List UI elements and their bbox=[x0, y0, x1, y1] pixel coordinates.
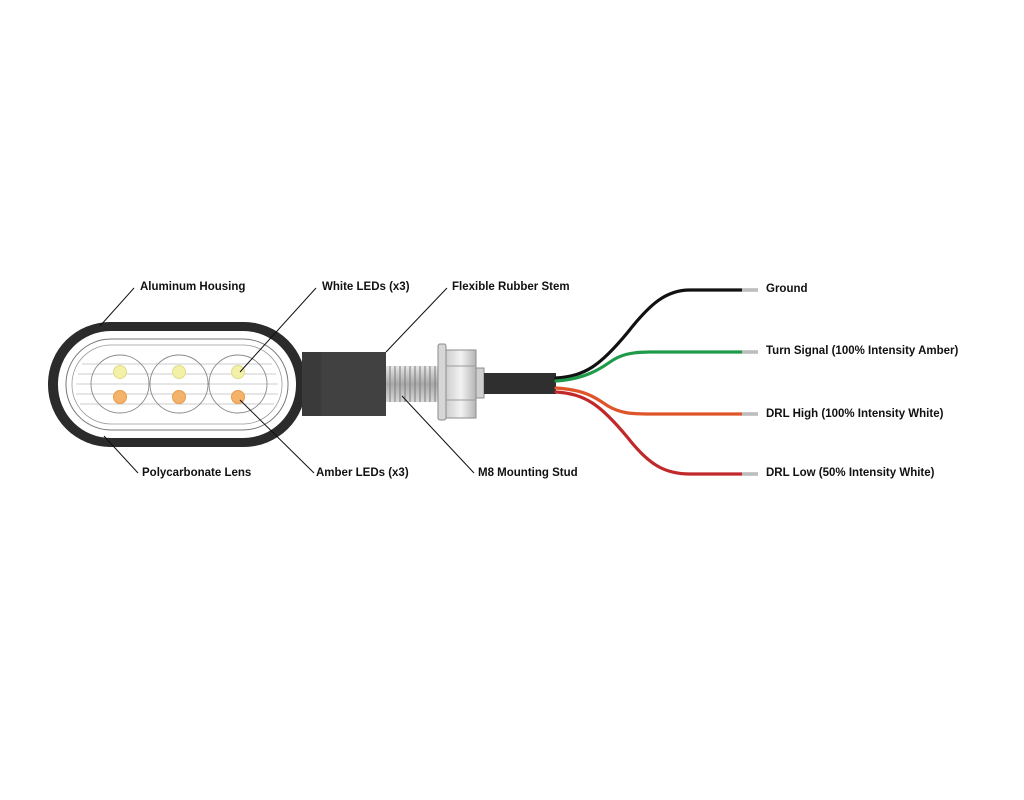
white-led bbox=[113, 365, 127, 379]
wire-drl-high-tip bbox=[742, 412, 758, 416]
wire-label-drl-low: DRL Low (50% Intensity White) bbox=[766, 467, 935, 479]
wire-turn-signal bbox=[554, 350, 744, 383]
label-amber-leds: Amber LEDs (x3) bbox=[316, 467, 409, 479]
label-polycarbonate-lens: Polycarbonate Lens bbox=[142, 467, 252, 479]
white-led bbox=[172, 365, 186, 379]
wire-drl-low-tip bbox=[742, 472, 758, 476]
m8-mounting-stud bbox=[386, 343, 485, 421]
wire-ground-tip bbox=[742, 288, 758, 292]
leader-white-leds bbox=[239, 287, 317, 373]
polycarbonate-lens bbox=[58, 331, 296, 438]
label-white-leds: White LEDs (x3) bbox=[322, 281, 410, 293]
white-led bbox=[231, 365, 245, 379]
amber-led bbox=[231, 390, 245, 404]
wire-label-drl-high: DRL High (100% Intensity White) bbox=[766, 408, 944, 420]
flexible-rubber-stem bbox=[302, 352, 386, 416]
label-aluminum-housing: Aluminum Housing bbox=[140, 281, 246, 293]
wire-turn-signal-tip bbox=[742, 350, 758, 354]
leader-lines bbox=[99, 287, 475, 474]
leader-polycarbonate-lens bbox=[103, 435, 139, 474]
wire-label-turn-signal: Turn Signal (100% Intensity Amber) bbox=[766, 345, 959, 357]
label-m8-mounting-stud: M8 Mounting Stud bbox=[478, 467, 578, 479]
wire-drl-high bbox=[554, 386, 744, 416]
leader-m8-mounting-stud bbox=[401, 395, 475, 474]
white-leds bbox=[113, 365, 245, 379]
leader-amber-leds bbox=[239, 399, 315, 474]
wire-drl-low bbox=[554, 390, 744, 476]
wire-ground bbox=[554, 288, 744, 380]
amber-led bbox=[172, 390, 186, 404]
leader-flexible-rubber-stem bbox=[385, 287, 448, 353]
wire-cable bbox=[484, 373, 556, 394]
amber-led bbox=[113, 390, 127, 404]
wire-label-ground: Ground bbox=[766, 283, 808, 295]
label-flexible-rubber-stem: Flexible Rubber Stem bbox=[452, 281, 570, 293]
amber-leds bbox=[113, 390, 245, 404]
leader-aluminum-housing bbox=[99, 287, 135, 327]
